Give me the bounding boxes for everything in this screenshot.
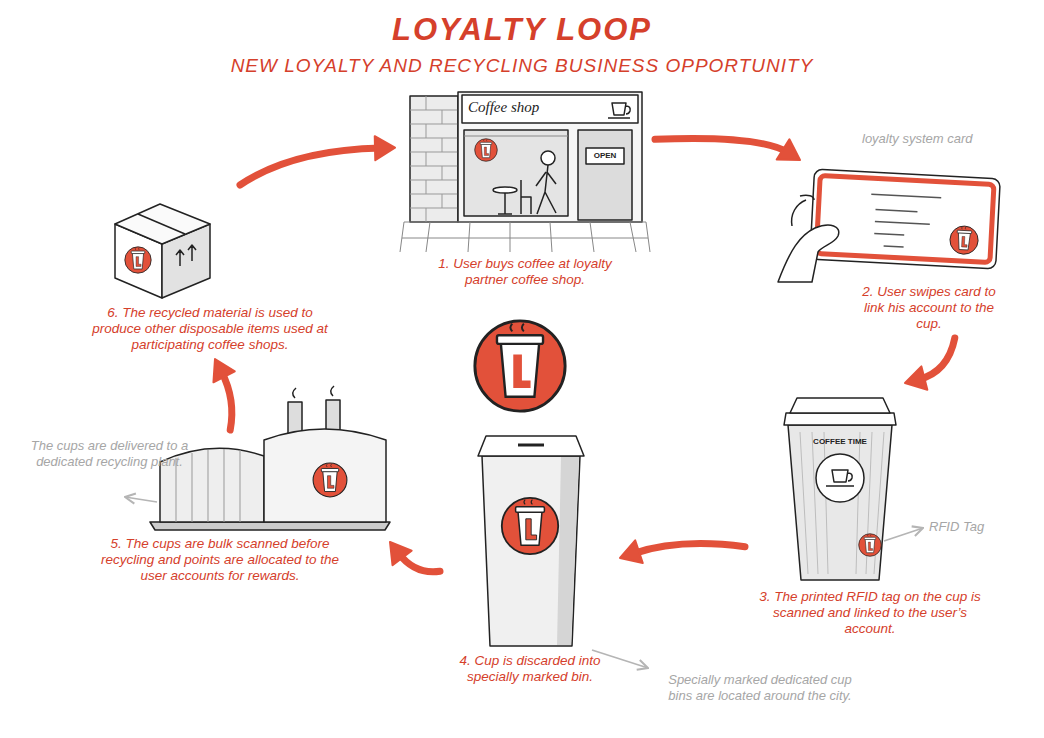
leader-line: [884, 528, 923, 541]
window-logo: [475, 139, 498, 162]
subtitle: NEW LOYALTY AND RECYCLING BUSINESS OPPOR…: [0, 54, 1044, 78]
arrow-stroke: [655, 138, 788, 152]
callout-note: The cups are delivered to a dedicated re…: [22, 438, 197, 470]
callout-note: RFID Tag: [929, 519, 1019, 535]
step-node: 4. Cup is discarded into specially marke…: [440, 425, 620, 691]
box-top: [115, 204, 210, 244]
arrow-head: [213, 359, 234, 382]
illustration-space: [401, 88, 649, 256]
loyalty-card: [778, 169, 1000, 282]
step-node: 5. The cups are bulk scanned before recy…: [50, 430, 390, 590]
recycling-plant: [150, 386, 390, 530]
card-outline: [810, 169, 1000, 269]
rfid-tag: [859, 534, 882, 557]
card-body: [810, 169, 1000, 269]
cardboard-box: [115, 204, 210, 298]
badge-cup-icon: [826, 470, 854, 486]
open-sign: [586, 148, 624, 164]
shop-window: [464, 130, 568, 216]
shop-sign: [462, 95, 638, 123]
person-body: [536, 165, 556, 214]
step-caption: 1. User buys coffee at loyalty partner c…: [417, 256, 633, 288]
plant-hall: [264, 429, 386, 522]
illustration-space: [56, 436, 384, 536]
illustration-space: [91, 191, 329, 305]
arrow-stroke: [221, 371, 231, 430]
illustration-space: [446, 431, 614, 653]
box-tape: [138, 214, 185, 234]
step-node: 3. The printed RFID tag on the cup is sc…: [745, 383, 995, 643]
chimney: [326, 400, 340, 430]
recycling-bin: [478, 436, 584, 646]
step-caption: 3. The printed RFID tag on the cup is sc…: [755, 589, 985, 637]
leader-line: [125, 497, 157, 502]
cup-badge: [816, 454, 864, 502]
flow-arrow: [240, 136, 395, 185]
sidewalk: [400, 222, 650, 252]
cup-lid-rim: [784, 413, 896, 425]
cafe-table: [493, 187, 517, 193]
bin-body: [482, 456, 580, 646]
bin-slot: [518, 444, 544, 447]
card-border: [816, 176, 994, 263]
brick-lines: [410, 96, 458, 222]
step-node: 6. The recycled material is used to prod…: [85, 185, 335, 359]
card-logo: [949, 225, 979, 255]
cup-hatching: [800, 432, 884, 574]
flow-arrow: [213, 359, 234, 430]
smoke: [293, 386, 334, 398]
brick-wall: [410, 96, 458, 222]
callout-note: loyalty system card: [862, 131, 1022, 147]
coffee-cup: [784, 398, 896, 580]
person-head: [541, 151, 555, 165]
cup-print-text: COFFEE TIME: [810, 437, 870, 447]
flow-arrow: [620, 540, 745, 563]
shop-sign-text: Coffee shop: [468, 98, 578, 116]
step-caption: 4. Cup is discarded into specially marke…: [446, 653, 614, 685]
coffee-shop: [400, 92, 650, 252]
arrow-stroke: [240, 148, 381, 185]
bin-logo: [502, 498, 558, 554]
cup-lid: [790, 398, 890, 413]
illustration-space: [751, 389, 989, 589]
arrow-stroke: [633, 544, 745, 554]
flow-arrow: [390, 542, 440, 572]
sign-cup-icon: [608, 103, 630, 118]
shop-door: [578, 130, 632, 220]
card-scribble: [869, 194, 942, 249]
cafe-chair: [521, 180, 531, 214]
illustration-space: [776, 166, 1004, 284]
arrow-head: [390, 542, 412, 565]
arrow-head: [620, 540, 643, 563]
step-node: 1. User buys coffee at loyalty partner c…: [395, 82, 655, 294]
box-arrows: [176, 245, 196, 266]
diagram-title: LOYALTY LOOP: [0, 12, 1044, 48]
arrow-head: [905, 366, 927, 389]
hand-fingers: [792, 195, 814, 226]
plant-logo: [313, 463, 347, 497]
step-caption: 6. The recycled material is used to prod…: [91, 305, 329, 353]
table-leg: [498, 193, 512, 214]
arrow-head: [777, 139, 800, 160]
step-caption: 5. The cups are bulk scanned before recy…: [90, 536, 350, 584]
shop-front: [458, 92, 642, 222]
bin-lid: [478, 436, 584, 456]
center-logo: [475, 321, 565, 411]
box-logo: [125, 247, 151, 273]
hand-thumb: [778, 225, 839, 282]
flow-arrow: [655, 138, 800, 160]
bin-shade: [557, 457, 579, 645]
step-node: 2. User swipes card to link his account …: [770, 160, 1010, 338]
step-caption: 2. User swipes card to link his account …: [854, 284, 1004, 332]
flow-arrow: [905, 338, 955, 390]
window-frame: [464, 136, 568, 137]
arrow-head: [375, 136, 395, 160]
door-sign-text: OPEN: [586, 151, 624, 161]
cup-body: [788, 425, 892, 580]
callout-note: Specially marked dedicated cup bins are …: [655, 672, 865, 704]
wing-lines: [176, 449, 240, 522]
plant-base: [150, 522, 390, 530]
